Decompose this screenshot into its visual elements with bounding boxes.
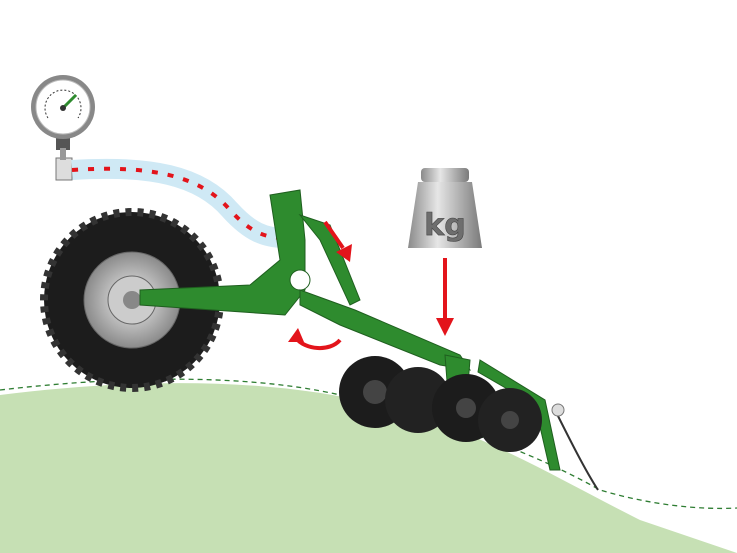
pressure-gauge-icon: [31, 75, 95, 181]
pressure-arrow: [323, 220, 352, 262]
weight-label: kg: [424, 208, 465, 243]
seeding-discs: [339, 356, 542, 452]
weight-icon: kg: [408, 168, 482, 248]
ground-hill: [0, 383, 737, 553]
force-arrow-down: [436, 258, 454, 336]
rotation-arrow: [288, 328, 342, 350]
press-chain: [554, 409, 599, 491]
